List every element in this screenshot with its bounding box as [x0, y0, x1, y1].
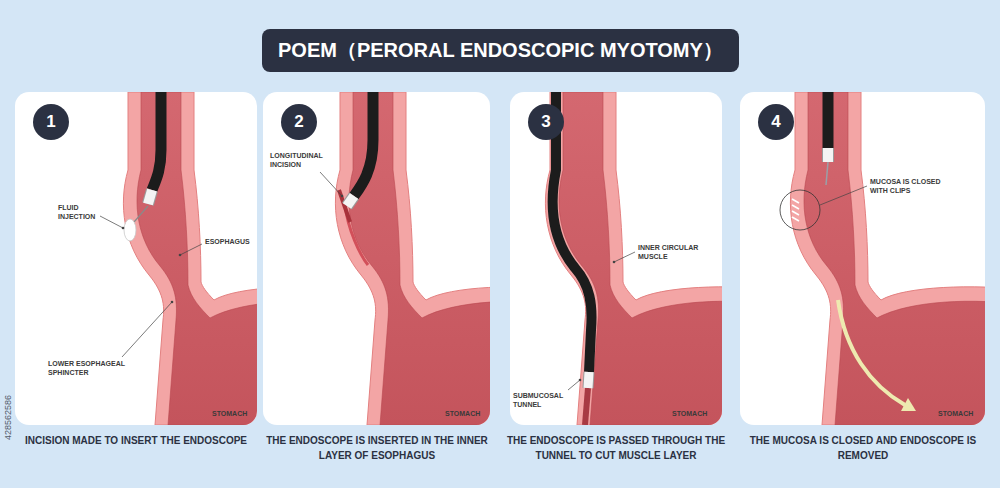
part-label: ESOPHAGUS [205, 238, 253, 247]
esophagus [335, 92, 490, 425]
callout-number: 2 [281, 112, 317, 132]
esophagus [790, 92, 985, 425]
step-number-circle: 2 [281, 104, 317, 140]
endoscope [152, 92, 161, 190]
part-label: LONGITUDINAL INCISION [270, 152, 336, 170]
endoscope-tip [148, 190, 152, 204]
leader-dot [171, 301, 174, 304]
callout-number: 3 [528, 112, 564, 132]
needle [134, 206, 148, 222]
leader-dots [122, 195, 616, 382]
title-pill: POEM（PERORAL ENDOSCOPIC MYOTOMY） [262, 29, 739, 72]
part-label: INNER CIRCULAR MUSCLE [638, 244, 700, 262]
step-panel: THE ENDOSCOPE IS INSERTED IN THE INNER L… [263, 92, 490, 425]
step-number-circle: 4 [758, 104, 794, 140]
endoscope [823, 92, 834, 148]
leader-dot [179, 254, 182, 257]
image-id: 428562586 [3, 395, 14, 440]
leader-line [100, 216, 123, 228]
endoscope-tip [823, 148, 833, 162]
part-label: STOMACH [445, 410, 485, 419]
part-label: LOWER ESOPHAGEAL SPHINCTER [48, 360, 130, 378]
leader-dot [122, 227, 125, 230]
callout-number: 4 [758, 112, 794, 132]
esophagus-drawing [545, 92, 722, 425]
step-caption: INCISION MADE TO INSERT THE ENDOSCOPE [20, 434, 252, 449]
esophagus-drawing [123, 92, 257, 425]
leader-dot [579, 379, 582, 382]
fluid-bubble [124, 219, 136, 241]
endoscope-tip [588, 372, 589, 388]
step-number-circle: 1 [33, 104, 69, 140]
esophagus-drawing [335, 92, 490, 425]
leader-dot [341, 195, 344, 198]
detail-circle [780, 190, 820, 230]
part-label: STOMACH [212, 410, 252, 419]
step-panel: THE ENDOSCOPE IS PASSED THROUGH THE TUNN… [510, 92, 722, 425]
endoscope-tip [347, 196, 354, 206]
part-label: SUBMUCOSAL TUNNEL [513, 392, 569, 410]
callout-number: 1 [33, 112, 69, 132]
leader-lines [100, 172, 867, 390]
step-number-circle: 3 [528, 104, 564, 140]
part-label: STOMACH [672, 410, 712, 419]
endoscope-tip [148, 190, 152, 204]
esophagus [123, 92, 257, 425]
esophagus-drawing [780, 92, 985, 425]
part-label: STOMACH [938, 410, 978, 419]
leader-line [614, 252, 635, 262]
step-caption: THE ENDOSCOPE IS PASSED THROUGH THE TUNN… [500, 434, 732, 463]
tunnel [585, 388, 588, 425]
step-caption: THE MUCOSA IS CLOSED AND ENDOSCOPE IS RE… [747, 434, 979, 463]
leader-line [180, 244, 202, 255]
esophagus [545, 92, 722, 425]
endoscope-tip [347, 196, 354, 206]
flow-arrow [838, 300, 905, 405]
leader-line [568, 380, 580, 390]
leader-dot [613, 261, 616, 264]
flow-arrowhead [901, 398, 916, 411]
step-panel: THE MUCOSA IS CLOSED AND ENDOSCOPE IS RE… [740, 92, 985, 425]
clips [792, 199, 799, 221]
leader-line [320, 172, 342, 196]
endoscope [354, 92, 373, 196]
part-label: MUCOSA IS CLOSED WITH CLIPS [870, 178, 954, 196]
leader-line [820, 186, 867, 205]
endoscope-tip [588, 372, 589, 388]
endoscope-tip [822, 148, 834, 162]
part-label: FLUID INJECTION [58, 204, 106, 222]
leader-line [122, 302, 172, 357]
step-caption: THE ENDOSCOPE IS INSERTED IN THE INNER L… [261, 434, 493, 463]
clip-applicator [826, 162, 828, 185]
